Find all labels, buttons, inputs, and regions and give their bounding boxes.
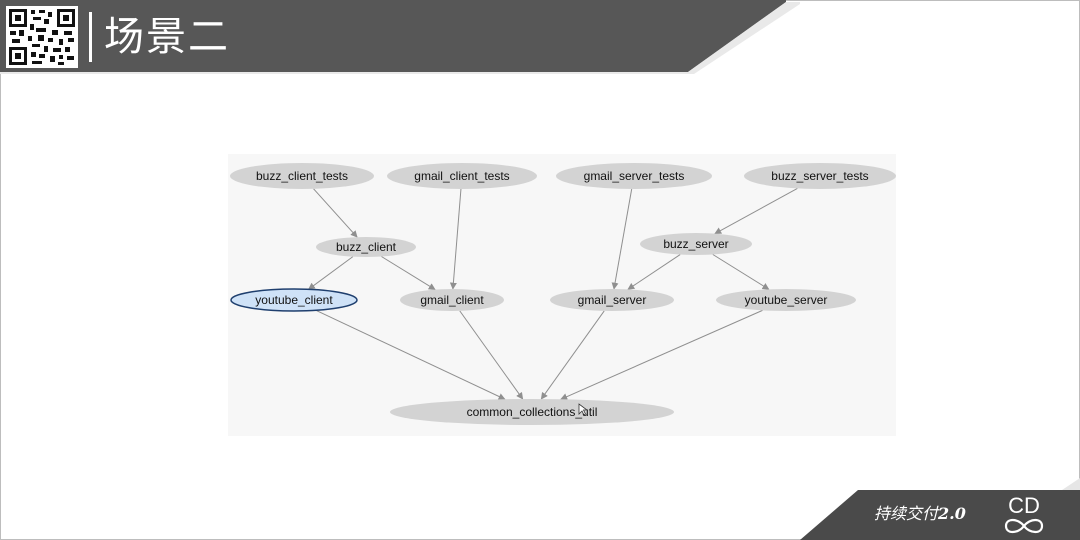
title-divider (89, 12, 92, 62)
node-gmail-server-tests-shape (556, 163, 712, 189)
node-buzz-server-tests-shape (744, 163, 896, 189)
edge-buzz-server-tests-to-buzz-server (714, 187, 798, 235)
node-gmail-client-tests[interactable]: gmail_client_tests (387, 163, 537, 189)
node-buzz-server-label: buzz_server (663, 237, 728, 251)
edge-buzz-client-tests-to-buzz-client (313, 188, 358, 238)
edge-buzz-server-to-youtube-server (712, 254, 770, 290)
node-buzz-client-tests-shape (230, 163, 374, 189)
dependency-graph: buzz_client_tests gmail_client_tests gma… (230, 163, 896, 425)
node-buzz-client[interactable]: buzz_client (316, 237, 416, 257)
edge-gmail-client-tests-to-gmail-client (449, 188, 462, 290)
footer-caption: 持续交付2.0 (874, 503, 966, 525)
node-common-collections-util-shape (390, 399, 674, 425)
footer-version: 2.0 (938, 504, 966, 523)
node-buzz-server[interactable]: buzz_server (640, 233, 752, 255)
node-gmail-server-tests-label: gmail_server_tests (584, 169, 685, 183)
node-common-collections-util-label: common_collections_util (467, 405, 598, 419)
node-gmail-client-label: gmail_client (420, 293, 484, 307)
edge-youtube-server-to-common-collections-util (560, 309, 763, 400)
node-buzz-server-tests-label: buzz_server_tests (771, 169, 868, 183)
edge-gmail-client-to-common-collections-util (459, 310, 524, 400)
node-buzz-server-shape (640, 233, 752, 255)
footer-title: 持续交付 (874, 504, 939, 523)
node-buzz-client-tests-label: buzz_client_tests (256, 169, 348, 183)
node-gmail-server-shape (550, 289, 674, 311)
node-youtube-server-shape (716, 289, 856, 311)
node-buzz-server-tests[interactable]: buzz_server_tests (744, 163, 896, 189)
slide-title: 场景二 (104, 14, 230, 60)
node-youtube-client[interactable]: youtube_client (230, 288, 358, 312)
node-gmail-server[interactable]: gmail_server (550, 289, 674, 311)
edge-buzz-server-to-gmail-server (627, 254, 681, 290)
cd-logo-text: CD (1008, 493, 1040, 518)
header-band (0, 0, 800, 74)
mouse-cursor-icon (578, 403, 589, 416)
diagram-area: buzz_client_tests gmail_client_tests gma… (228, 154, 896, 436)
edge-youtube-client-to-common-collections-util (315, 309, 506, 400)
node-buzz-client-tests[interactable]: buzz_client_tests (230, 163, 374, 189)
qr-code (6, 6, 78, 68)
node-youtube-server[interactable]: youtube_server (716, 289, 856, 311)
node-youtube-client-label: youtube_client (255, 293, 333, 307)
node-gmail-client-shape (400, 289, 504, 311)
node-gmail-client[interactable]: gmail_client (400, 289, 504, 311)
edge-gmail-server-to-common-collections-util (540, 310, 605, 400)
node-gmail-server-label: gmail_server (578, 293, 647, 307)
node-gmail-client-tests-label: gmail_client_tests (414, 169, 509, 183)
node-common-collections-util[interactable]: common_collections_util (390, 399, 674, 425)
edge-buzz-client-to-gmail-client (381, 256, 436, 291)
node-gmail-server-tests[interactable]: gmail_server_tests (556, 163, 712, 189)
cd-logo: CD (1004, 493, 1044, 534)
node-youtube-client-shape (230, 288, 358, 312)
infinity-icon (1004, 518, 1044, 534)
node-buzz-client-shape (316, 237, 416, 257)
edge-gmail-server-tests-to-gmail-server (611, 188, 633, 290)
node-youtube-server-label: youtube_server (745, 293, 828, 307)
edge-buzz-client-to-youtube-client (307, 256, 354, 290)
node-buzz-client-label: buzz_client (336, 240, 397, 254)
node-gmail-client-tests-shape (387, 163, 537, 189)
